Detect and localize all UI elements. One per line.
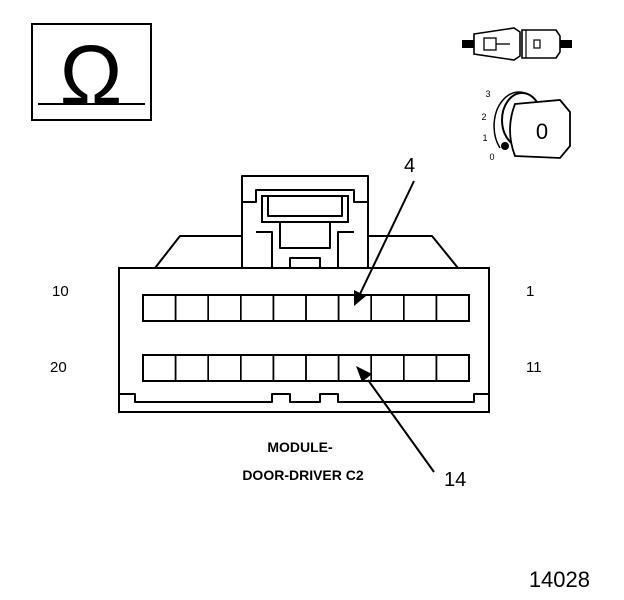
pin-label-10: 10 bbox=[52, 283, 69, 300]
callout-arrow-14 bbox=[356, 366, 435, 473]
pin-label-11: 11 bbox=[526, 359, 542, 376]
caption-line-2: DOOR-DRIVER C2 bbox=[242, 467, 364, 483]
callout-label-14: 14 bbox=[444, 469, 466, 491]
ignition-position-0: 0 bbox=[489, 152, 494, 162]
top-cavity-row bbox=[142, 294, 470, 322]
ohm-symbol-box: Ω bbox=[31, 23, 152, 122]
callout-label-4: 4 bbox=[404, 155, 415, 177]
ignition-key-label: 0 bbox=[536, 119, 548, 144]
ignition-position-3: 3 bbox=[485, 89, 490, 99]
ignition-position-2: 2 bbox=[481, 112, 486, 122]
ignition-position-1: 1 bbox=[482, 133, 487, 143]
bottom-cavity-row bbox=[142, 354, 470, 382]
ohm-icon: Ω bbox=[60, 28, 123, 122]
callout-arrow-4 bbox=[354, 180, 415, 306]
test-probe-icon bbox=[462, 27, 572, 61]
pin-label-1: 1 bbox=[526, 283, 534, 300]
figure-number: 14028 bbox=[529, 567, 590, 592]
ignition-key-icon: 0 3 2 1 0 bbox=[481, 89, 571, 162]
caption-line-1: MODULE- bbox=[267, 439, 333, 455]
top-row-cavity bbox=[435, 294, 470, 322]
pin-label-20: 20 bbox=[50, 359, 67, 376]
bottom-row-cavity bbox=[435, 354, 470, 382]
